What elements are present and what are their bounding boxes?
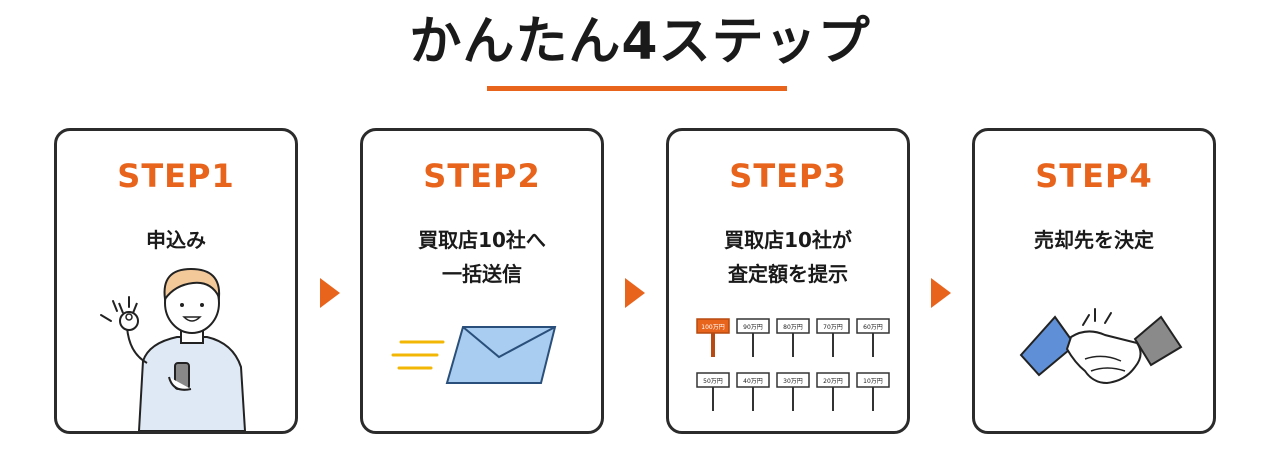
step-description-line: 買取店10社へ (418, 228, 546, 252)
offer-price: 100万円 (701, 324, 724, 331)
offer-price: 60万円 (863, 324, 883, 331)
offer-sign: 20万円 (816, 372, 850, 411)
offer-sign: 80万円 (776, 318, 810, 357)
step-description-line: 買取店10社が (724, 228, 852, 252)
arrow-right-icon (931, 278, 951, 308)
offer-price: 80万円 (783, 324, 803, 331)
step-card-3: STEP3 買取店10社が 査定額を提示 100万円 90万円 80万円 70万… (666, 128, 910, 434)
page-title: かんたん4ステップ (409, 12, 871, 72)
arrow-right-icon (320, 278, 340, 308)
step-description-line: 売却先を決定 (1034, 228, 1154, 252)
step-label: STEP2 (423, 157, 541, 195)
step-label: STEP3 (729, 157, 847, 195)
step-description-line: 一括送信 (442, 262, 522, 286)
step-card-2: STEP2 買取店10社へ 一括送信 (360, 128, 604, 434)
offer-price: 40万円 (743, 378, 763, 385)
step-card-4: STEP4 売却先を決定 (972, 128, 1216, 434)
offer-sign: 90万円 (736, 318, 770, 357)
arrow-right-icon (625, 278, 645, 308)
offer-sign: 70万円 (816, 318, 850, 357)
person-with-phone-icon (100, 267, 247, 431)
envelope-send-icon (391, 326, 557, 384)
offer-price: 90万円 (743, 324, 763, 331)
step-description-line: 査定額を提示 (728, 262, 848, 286)
offer-price: 50万円 (703, 378, 723, 385)
title-underline (487, 86, 787, 91)
offer-sign: 100万円 (696, 318, 730, 357)
offer-price: 70万円 (823, 324, 843, 331)
handshake-icon (1019, 308, 1183, 385)
step-description: 申込み (57, 223, 295, 257)
offer-price: 30万円 (783, 378, 803, 385)
step-description: 買取店10社へ 一括送信 (363, 223, 601, 291)
step-description: 買取店10社が 査定額を提示 (669, 223, 907, 291)
step-description-line: 申込み (146, 228, 206, 252)
offer-sign: 60万円 (856, 318, 890, 357)
step-card-1: STEP1 申込み (54, 128, 298, 434)
step-label: STEP1 (117, 157, 235, 195)
offer-price: 10万円 (863, 378, 883, 385)
offer-price: 20万円 (823, 378, 843, 385)
offer-sign: 30万円 (776, 372, 810, 411)
step-description: 売却先を決定 (975, 223, 1213, 257)
step-label: STEP4 (1035, 157, 1153, 195)
offer-sign: 40万円 (736, 372, 770, 411)
offer-sign: 10万円 (856, 372, 890, 411)
price-signs-icon: 100万円 90万円 80万円 70万円 60万円 50万円 (696, 318, 890, 411)
offer-sign: 50万円 (696, 372, 730, 411)
